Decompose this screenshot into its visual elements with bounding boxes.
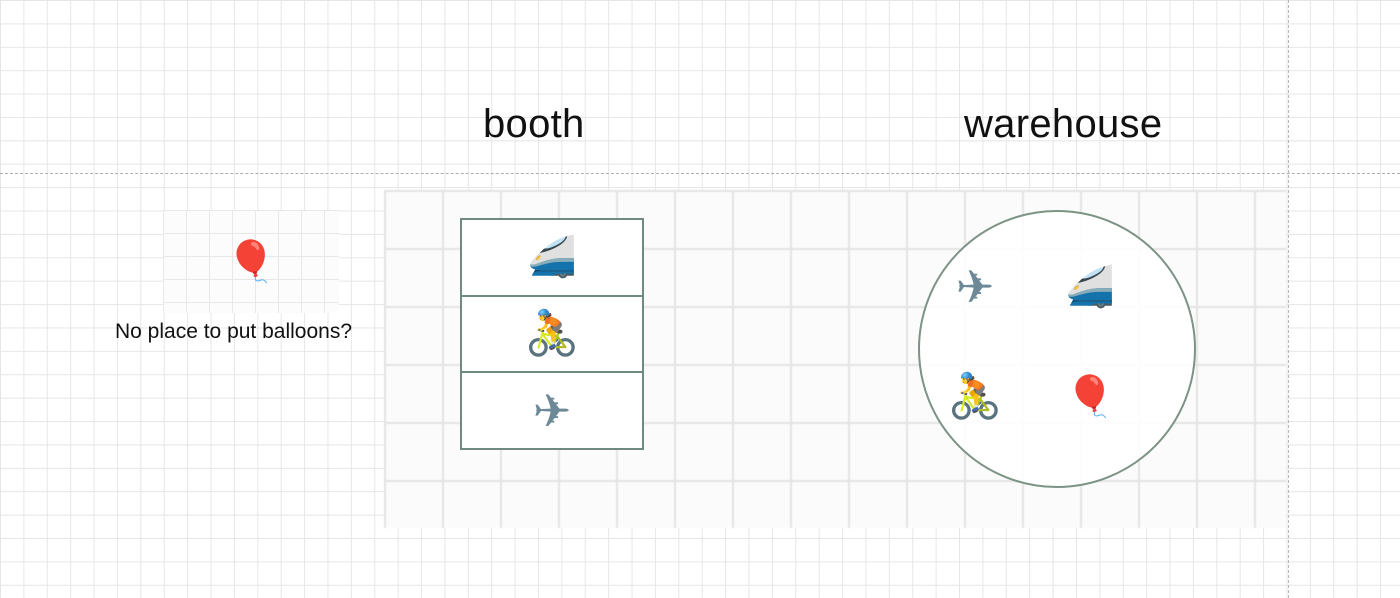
airplane-icon: ✈	[532, 383, 572, 438]
warehouse-heading: warehouse	[964, 102, 1163, 146]
high-speed-train-icon: 🚄	[1065, 264, 1115, 310]
bicyclist-icon: 🚴	[524, 308, 580, 359]
high-speed-train-icon: 🚄	[527, 234, 577, 281]
warehouse-item-balloon[interactable]: 🎈	[1055, 362, 1125, 432]
booth-box: 🚄 🚴 ✈	[460, 218, 644, 450]
booth-slot-bicycle[interactable]: 🚴	[462, 297, 642, 374]
warehouse-item-bicycle[interactable]: 🚴	[940, 362, 1010, 432]
warehouse-circle: ✈ 🚄 🚴 🎈	[918, 210, 1196, 488]
horizontal-guide-line	[0, 173, 1400, 174]
balloon-icon: 🎈	[1065, 374, 1115, 420]
vertical-guide-line	[1288, 0, 1289, 598]
airplane-icon: ✈	[955, 260, 995, 314]
warehouse-item-train[interactable]: 🚄	[1055, 252, 1125, 322]
warehouse-item-airplane[interactable]: ✈	[940, 252, 1010, 322]
unplaced-question: No place to put balloons?	[115, 320, 352, 343]
booth-heading: booth	[483, 102, 585, 146]
bicyclist-icon: 🚴	[947, 371, 1003, 422]
booth-slot-airplane[interactable]: ✈	[462, 373, 642, 448]
unplaced-balloon-card[interactable]: 🎈	[163, 210, 339, 313]
balloon-icon[interactable]: 🎈	[226, 238, 276, 285]
booth-slot-train[interactable]: 🚄	[462, 220, 642, 297]
